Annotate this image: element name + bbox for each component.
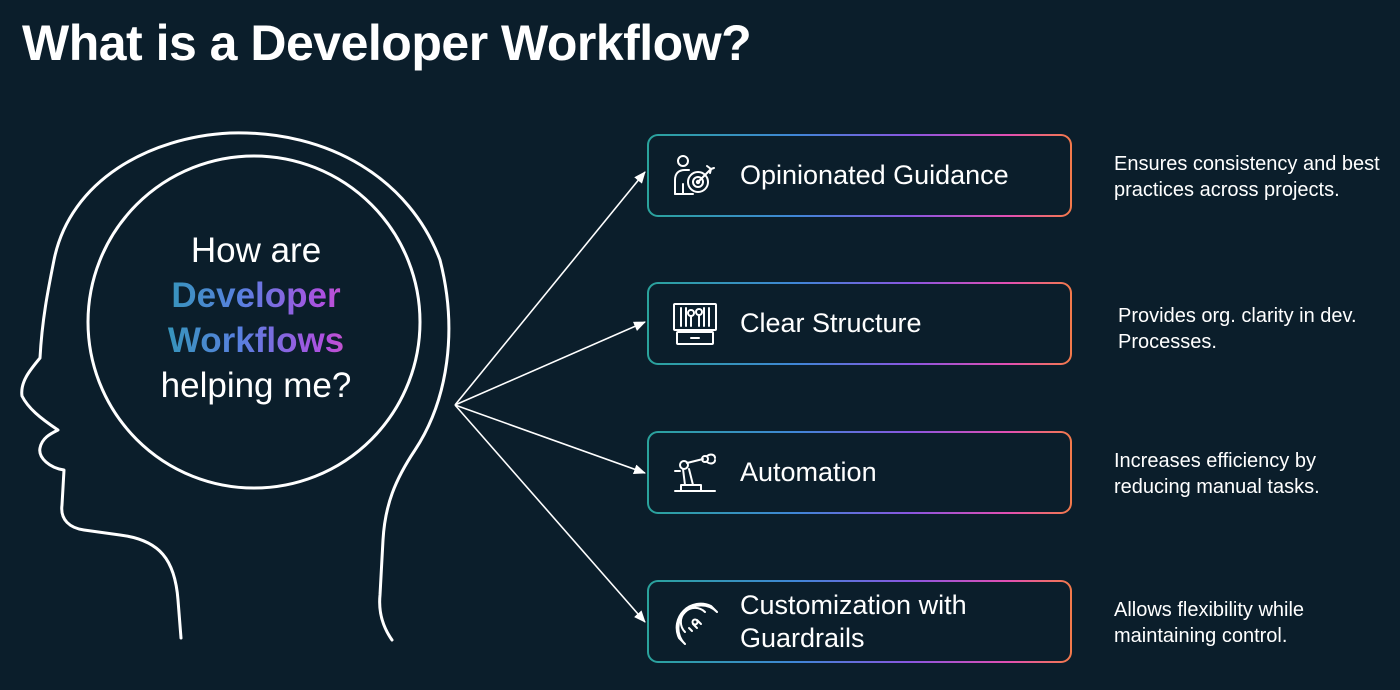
card-opinionated-guidance: Opinionated Guidance <box>647 134 1072 217</box>
card-label-line-2: Guardrails <box>740 622 865 653</box>
card-automation: Automation <box>647 431 1072 514</box>
head-line-3: Workflows <box>118 318 394 363</box>
desc-line-2: Processes. <box>1118 331 1217 353</box>
card-label-opinionated-guidance: Opinionated Guidance <box>740 160 1009 190</box>
toolbox-icon <box>673 302 717 345</box>
desc-line-1: Increases efficiency by <box>1114 450 1316 472</box>
desc-line-2: maintaining control. <box>1114 625 1288 647</box>
card-label-line-1: Customization with <box>740 589 967 620</box>
desc-customization-guardrails: Allows flexibility while maintaining con… <box>1114 597 1304 649</box>
card-label-clear-structure: Clear Structure <box>740 308 922 338</box>
desc-line-1: Ensures consistency and best <box>1114 153 1380 175</box>
arrow-opinionated-guidance <box>454 171 646 406</box>
card-clear-structure: Clear Structure <box>647 282 1072 365</box>
protractor-icon <box>675 602 718 645</box>
card-customization-guardrails: Customization with Guardrails <box>647 580 1072 663</box>
head-silhouette <box>20 131 451 642</box>
head-line-2: Developer <box>118 273 394 318</box>
desc-automation: Increases efficiency by reducing manual … <box>1114 448 1320 500</box>
desc-line-1: Provides org. clarity in dev. <box>1118 305 1357 327</box>
desc-line-1: Allows flexibility while <box>1114 599 1305 621</box>
arrow-clear-structure <box>454 321 646 406</box>
head-line-1: How are <box>190 231 322 270</box>
card-label-customization-guardrails: Customization with Guardrails <box>740 589 967 655</box>
brain-circle <box>86 154 422 490</box>
desc-clear-structure: Provides org. clarity in dev. Processes. <box>1118 303 1357 355</box>
card-label-automation: Automation <box>740 457 877 487</box>
desc-opinionated-guidance: Ensures consistency and best practices a… <box>1114 151 1380 203</box>
desc-line-2: reducing manual tasks. <box>1114 476 1320 498</box>
head-line-4: helping me? <box>160 366 352 405</box>
desc-line-2: practices across projects. <box>1114 179 1340 201</box>
arrow-customization <box>454 404 646 623</box>
person-target-icon <box>674 154 715 195</box>
arrow-automation <box>454 404 646 475</box>
head-question: How are Developer Workflows helping me? <box>118 228 394 408</box>
robotic-arm-icon <box>674 453 716 492</box>
page-title: What is a Developer Workflow? <box>22 15 752 71</box>
